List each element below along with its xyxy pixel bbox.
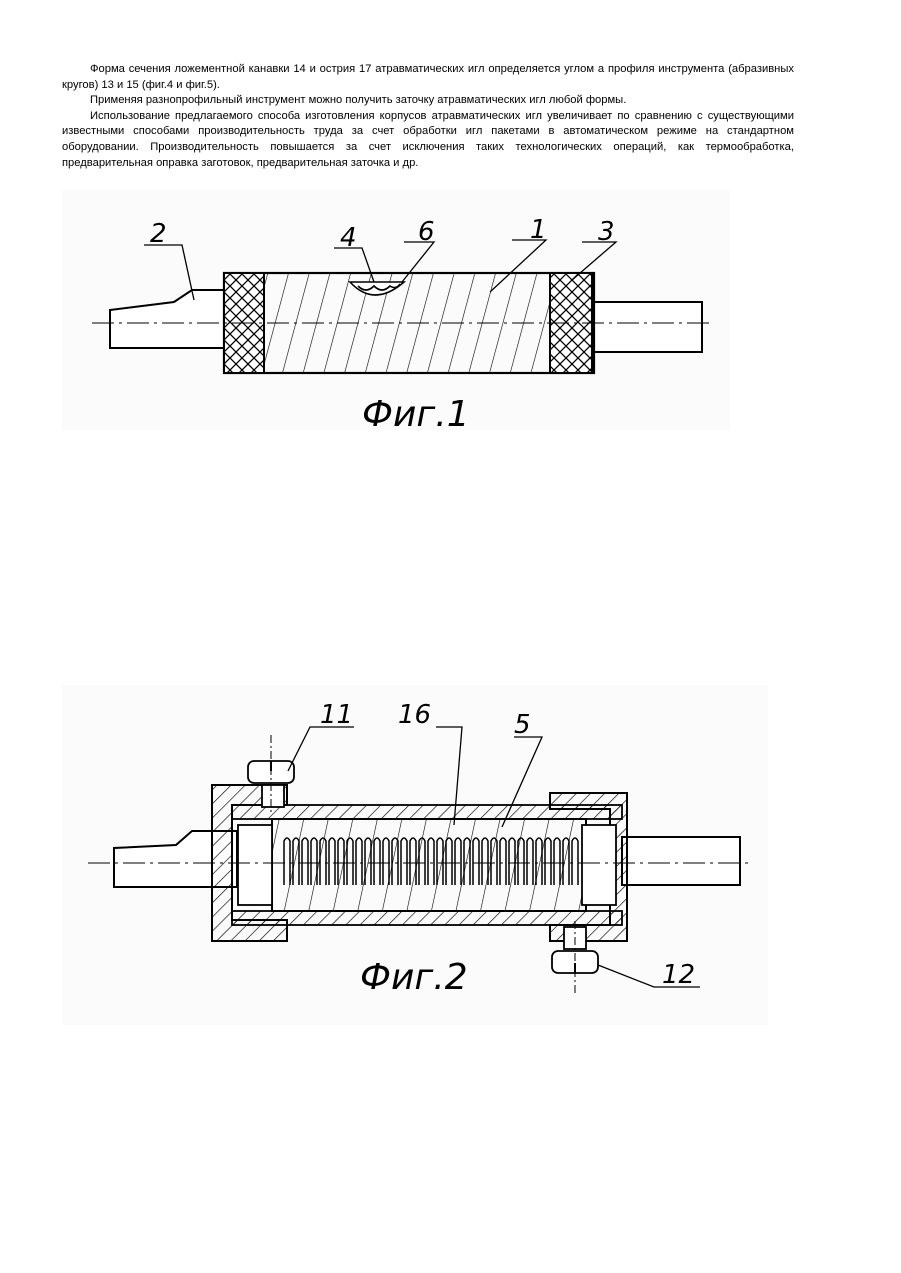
- figure-1-caption: Фиг.1: [362, 394, 470, 430]
- paragraph: Форма сечения ложементной канавки 14 и о…: [62, 62, 794, 93]
- label-1: 1: [530, 215, 547, 245]
- label-16: 16: [398, 700, 431, 730]
- figure-1: 2 4 6 1 3 Фиг.1: [62, 190, 730, 430]
- figure-2: 11 16 5 12 Фиг.2: [62, 685, 768, 1025]
- figure-2-caption: Фиг.2: [360, 957, 468, 998]
- label-4: 4: [340, 223, 357, 253]
- label-12: 12: [662, 960, 695, 990]
- paragraph: Использование предлагаемого способа изго…: [62, 109, 794, 171]
- paragraph: Применяя разнопрофильный инструмент можн…: [62, 93, 794, 109]
- body-text: Форма сечения ложементной канавки 14 и о…: [62, 62, 794, 171]
- label-6: 6: [418, 217, 435, 247]
- label-5: 5: [514, 710, 531, 740]
- label-2: 2: [150, 219, 167, 249]
- right-shaft: [592, 302, 702, 352]
- label-3: 3: [598, 217, 615, 247]
- label-11: 11: [320, 700, 353, 730]
